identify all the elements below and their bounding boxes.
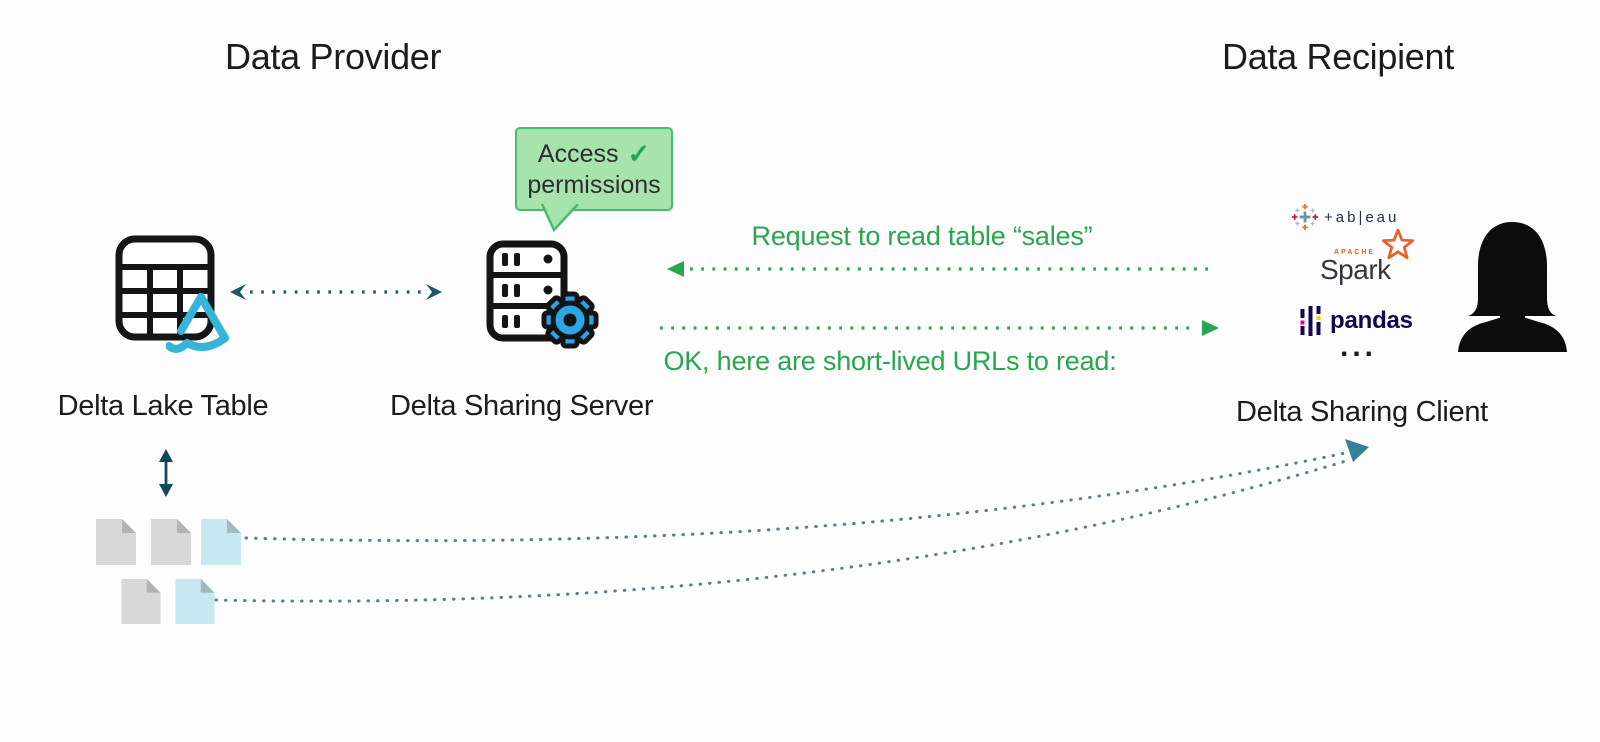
spark-apache-text: APACHE bbox=[1334, 249, 1376, 256]
access-permissions-bubble: Access ✓ permissions bbox=[515, 127, 673, 211]
tableau-sparkle-icon bbox=[1292, 204, 1318, 230]
tableau-logo: +ab|eau bbox=[1292, 204, 1399, 230]
file-icon bbox=[175, 578, 215, 625]
check-icon: ✓ bbox=[627, 138, 651, 169]
more-clients-ellipsis: ... bbox=[1340, 330, 1378, 363]
delta-lake-logo-icon bbox=[166, 293, 229, 353]
provider-title: Data Provider bbox=[225, 36, 442, 77]
pandas-bars-icon bbox=[1300, 306, 1321, 336]
request-message: Request to read table “sales” bbox=[751, 221, 1093, 251]
spark-wordmark: Spark bbox=[1320, 254, 1391, 285]
request-arrow-icon bbox=[667, 261, 1212, 277]
response-arrow-icon bbox=[660, 320, 1219, 336]
delta-lake-table-label: Delta Lake Table bbox=[57, 390, 269, 422]
bubble-line1: Access bbox=[537, 139, 619, 168]
tableau-wordmark: +ab|eau bbox=[1324, 208, 1400, 226]
gear-icon bbox=[541, 291, 599, 349]
file-icon bbox=[151, 519, 191, 565]
user-avatar-icon bbox=[1458, 222, 1567, 352]
pandas-wordmark: pandas bbox=[1330, 307, 1413, 334]
spark-star-icon bbox=[1382, 229, 1414, 260]
file-icon bbox=[96, 519, 136, 565]
delta-sharing-server-label: Delta Sharing Server bbox=[390, 390, 654, 422]
bubble-tail-icon bbox=[540, 204, 579, 233]
table-files-sync-arrow-icon bbox=[159, 449, 173, 497]
spark-logo: APACHE Spark bbox=[1318, 229, 1414, 290]
recipient-title: Data Recipient bbox=[1222, 36, 1454, 77]
delta-sharing-server-icon bbox=[486, 240, 599, 349]
response-message: OK, here are short-lived URLs to read: bbox=[663, 346, 1117, 376]
file-icon bbox=[201, 519, 241, 565]
bubble-line2: permissions bbox=[527, 171, 661, 200]
provider-server-sync-arrow-icon bbox=[230, 284, 442, 300]
delta-sharing-client-label: Delta Sharing Client bbox=[1236, 396, 1488, 428]
file-icon bbox=[121, 578, 161, 625]
pandas-logo: pandas bbox=[1300, 306, 1413, 336]
